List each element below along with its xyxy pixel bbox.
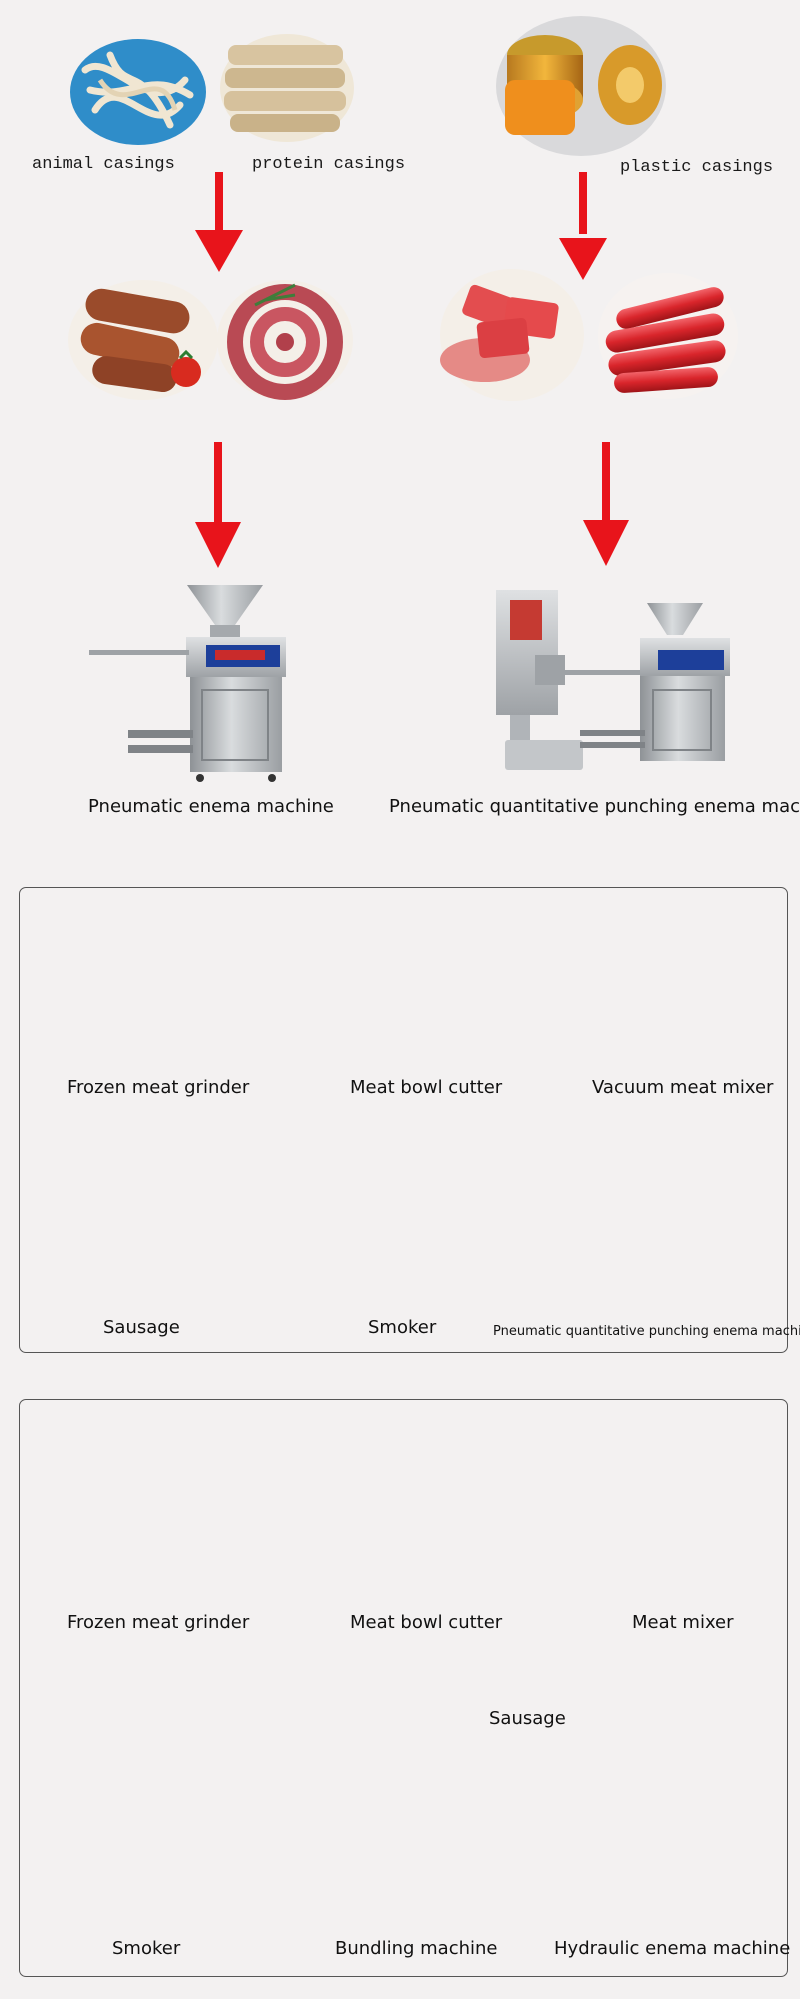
grilled-sausages-image [68, 280, 218, 400]
process-panel-2 [19, 1399, 788, 1977]
protein-casings-label: protein casings [252, 155, 406, 174]
sausage-coil-image [217, 280, 353, 400]
meat-mixer-label: Meat mixer [632, 1612, 734, 1633]
plastic-casings-label: plastic casings [620, 158, 774, 177]
smoker-label: Smoker [368, 1317, 437, 1338]
process-panel-1 [19, 887, 788, 1353]
pneumatic-quantitative-punching-enema-machine-label: Pneumatic quantitative punching enema ma… [493, 1324, 800, 1339]
plastic-casings-image [496, 16, 666, 156]
red-arrow-icon [195, 442, 241, 568]
sausage-label: Sausage [103, 1317, 180, 1338]
protein-casings-image [220, 34, 354, 142]
smoker-label: Smoker [112, 1938, 181, 1959]
sausage-label: Sausage [489, 1708, 566, 1729]
ham-slices-image [440, 269, 584, 401]
hydraulic-enema-machine-label: Hydraulic enema machine [554, 1938, 791, 1959]
animal-casings-label: animal casings [32, 155, 175, 174]
pneumatic-quantitative-punching-enema-machine-image [496, 590, 730, 770]
red-sausages-image [598, 273, 738, 399]
pneumatic-enema-machine-label: Pneumatic enema machine [88, 796, 334, 817]
pneumatic-quantitative-punching-enema-machine-label: Pneumatic quantitative punching enema ma… [389, 796, 800, 817]
red-arrow-icon [583, 442, 629, 566]
frozen-meat-grinder-label: Frozen meat grinder [67, 1612, 250, 1633]
meat-bowl-cutter-label: Meat bowl cutter [350, 1077, 503, 1098]
red-arrow-icon [559, 172, 607, 280]
red-arrow-icon [195, 172, 243, 272]
bundling-machine-label: Bundling machine [335, 1938, 498, 1959]
animal-casings-image [70, 39, 206, 145]
vacuum-meat-mixer-label: Vacuum meat mixer [592, 1077, 774, 1098]
frozen-meat-grinder-label: Frozen meat grinder [67, 1077, 250, 1098]
meat-bowl-cutter-label: Meat bowl cutter [350, 1612, 503, 1633]
pneumatic-enema-machine-image [89, 585, 286, 782]
